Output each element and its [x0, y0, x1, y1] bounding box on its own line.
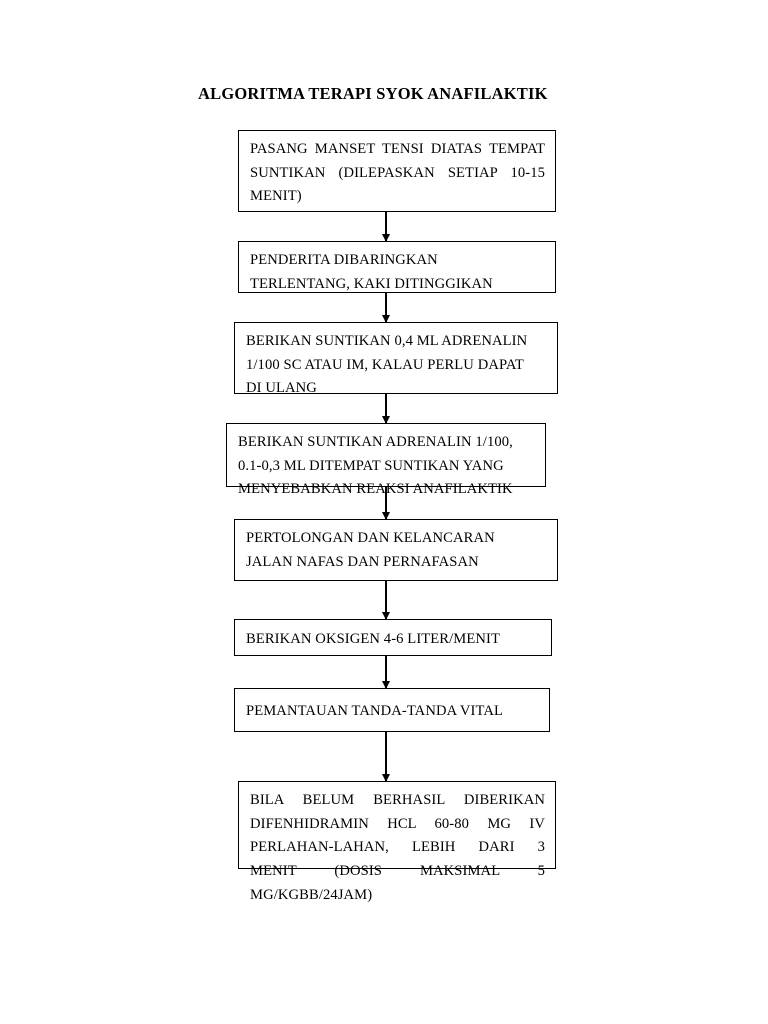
flow-node-step-5: PERTOLONGAN DAN KELANCARAN JALAN NAFAS D…	[234, 519, 558, 581]
flow-node-line: PASANG MANSET TENSI DIATAS TEMPAT	[250, 141, 545, 157]
flow-node-line: DIFENHIDRAMIN HCL 60-80 MG IV	[250, 815, 545, 832]
flow-node-line: MENYEBABKAN REAKSI ANAFILAKTIK	[238, 481, 513, 498]
flow-node-line: MG/KGBB/24JAM)	[250, 886, 373, 903]
flow-node-step-6: BERIKAN OKSIGEN 4-6 LITER/MENIT	[234, 619, 552, 656]
connector-arrow-3-4	[385, 394, 387, 423]
connector-arrow-2-3	[385, 293, 387, 322]
flow-node-step-3: BERIKAN SUNTIKAN 0,4 ML ADRENALIN 1/100 …	[234, 322, 558, 396]
flow-node-line: BERIKAN SUNTIKAN 0,4 ML ADRENALIN	[246, 333, 528, 349]
connector-arrow-5-6	[385, 581, 387, 619]
flow-node-line: BILA BELUM BERHASIL DIBERIKAN	[250, 792, 545, 808]
connector-arrow-4-5	[385, 487, 387, 519]
flow-node-line: MENIT)	[250, 188, 302, 205]
flow-node-line: SUNTIKAN (DILEPASKAN SETIAP 10-15	[250, 164, 545, 181]
flow-node-line: BERIKAN SUNTIKAN ADRENALIN 1/100,	[238, 434, 513, 450]
flow-node-step-4: BERIKAN SUNTIKAN ADRENALIN 1/100, 0.1-0,…	[226, 423, 546, 497]
flow-node-line: 0.1-0,3 ML DITEMPAT SUNTIKAN YANG	[238, 457, 504, 474]
connector-arrow-7-8	[385, 732, 387, 781]
flow-node-line: BERIKAN OKSIGEN 4-6 LITER/MENIT	[246, 631, 501, 647]
flow-node-line: PEMANTAUAN TANDA-TANDA VITAL	[246, 703, 504, 719]
flow-node-line: TERLENTANG, KAKI DITINGGIKAN	[250, 275, 493, 292]
page-title: ALGORITMA TERAPI SYOK ANAFILAKTIK	[198, 84, 548, 103]
flow-node-step-7: PEMANTAUAN TANDA-TANDA VITAL	[234, 688, 550, 732]
flow-node-line: DI ULANG	[246, 380, 317, 397]
connector-arrow-6-7	[385, 656, 387, 688]
flow-node-step-8: BILA BELUM BERHASIL DIBERIKAN DIFENHIDRA…	[238, 781, 556, 903]
connector-arrow-1-2	[385, 212, 387, 241]
flow-node-line: MENIT (DOSIS MAKSIMAL 5	[250, 862, 545, 879]
flow-node-step-2: PENDERITA DIBARINGKAN TERLENTANG, KAKI D…	[238, 241, 556, 293]
flow-node-line: PENDERITA DIBARINGKAN	[250, 252, 438, 268]
flow-node-line: 1/100 SC ATAU IM, KALAU PERLU DAPAT	[246, 356, 524, 373]
flow-node-step-1: PASANG MANSET TENSI DIATAS TEMPAT SUNTIK…	[238, 130, 556, 212]
flow-node-line: JALAN NAFAS DAN PERNAFASAN	[246, 553, 479, 570]
flow-node-line: PERLAHAN-LAHAN, LEBIH DARI 3	[250, 839, 545, 856]
flow-node-line: PERTOLONGAN DAN KELANCARAN	[246, 530, 495, 546]
